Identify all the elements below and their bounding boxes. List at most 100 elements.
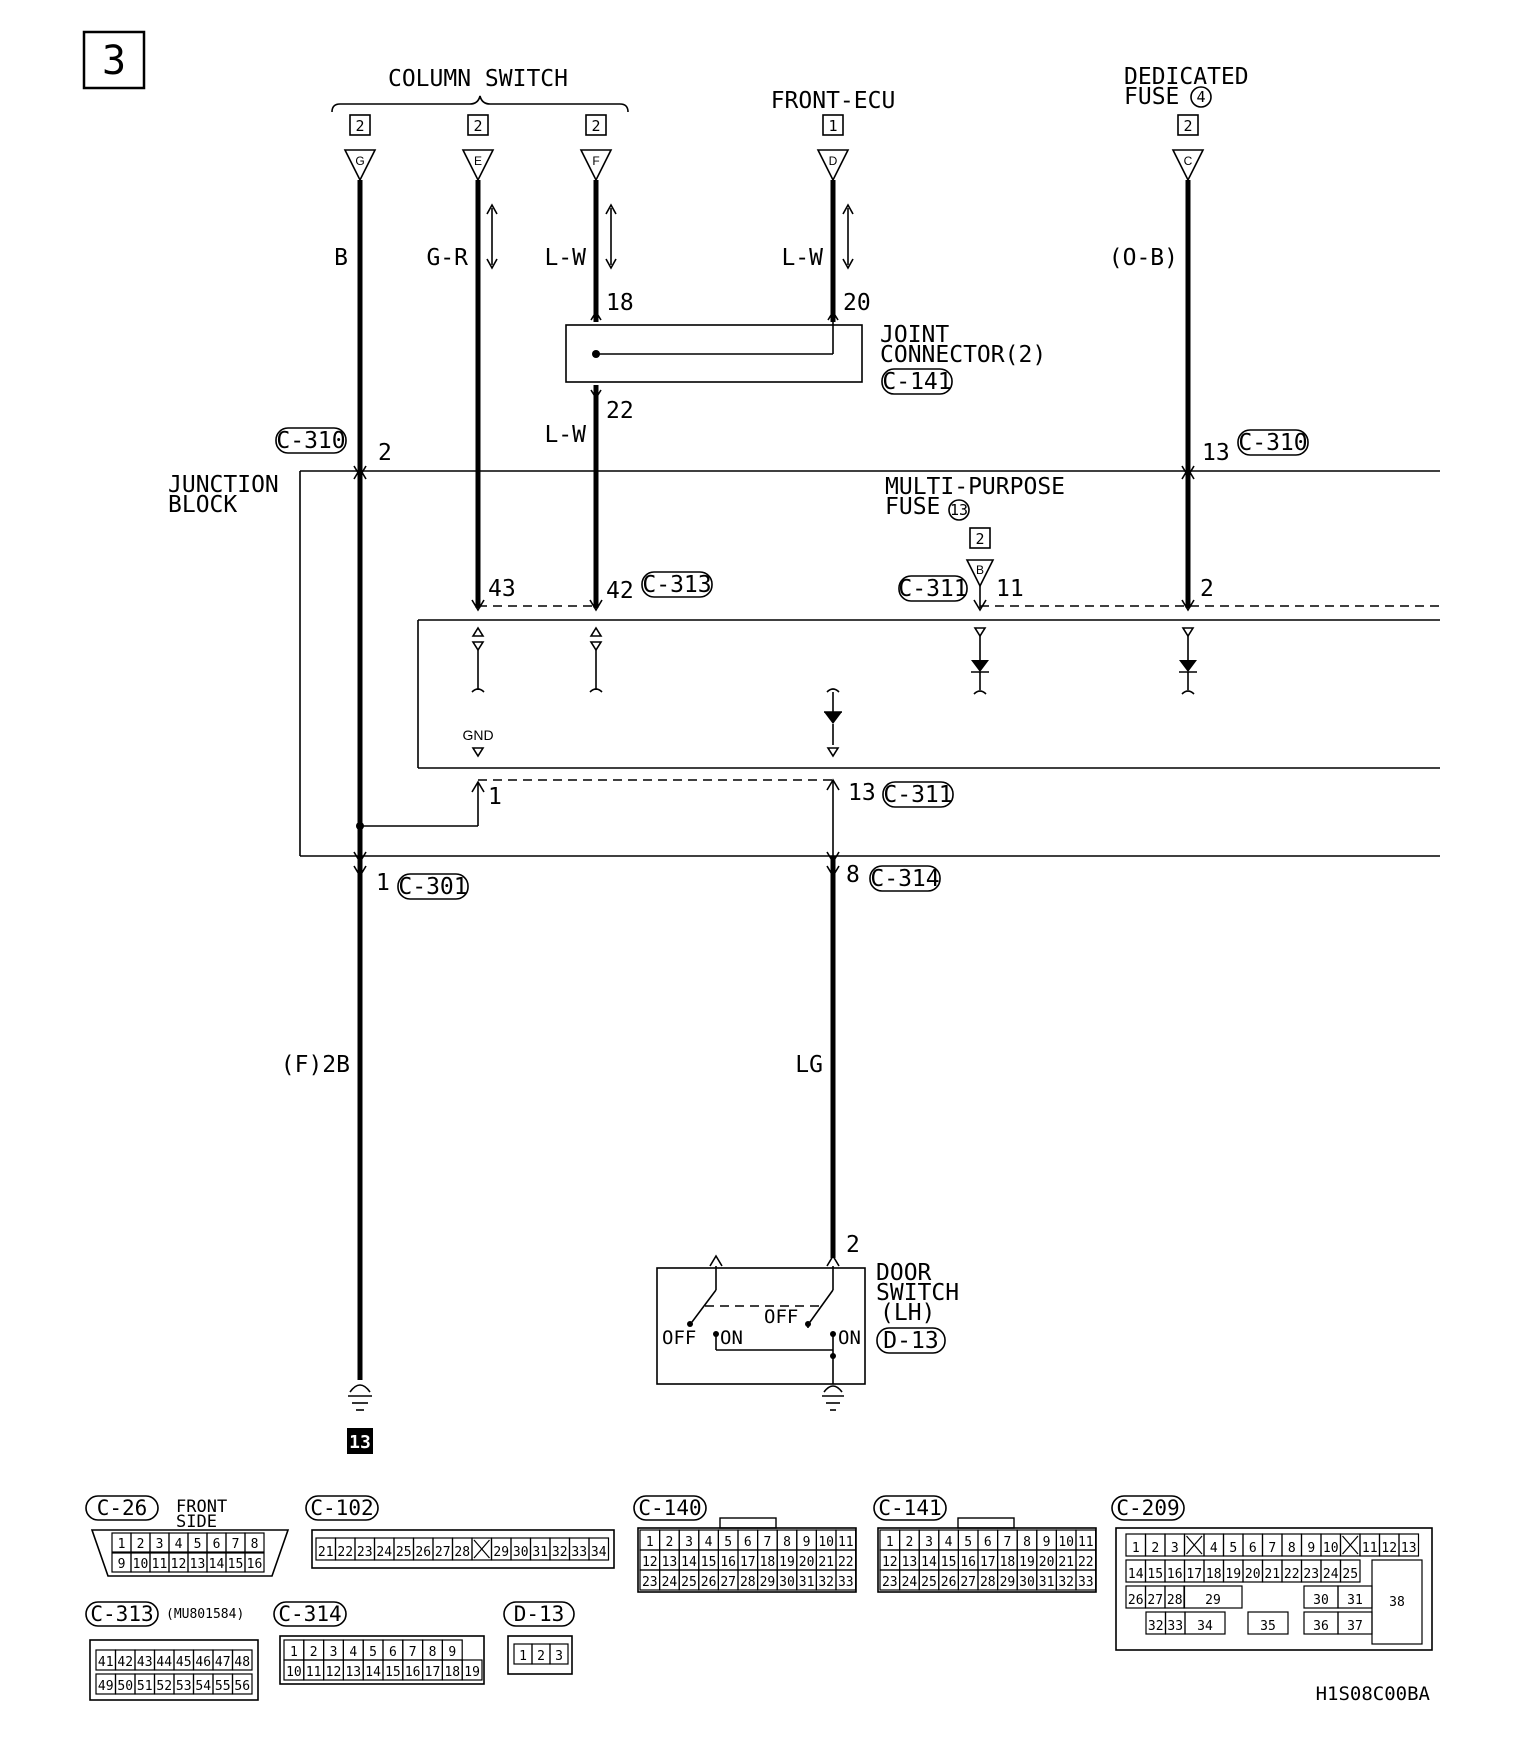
svg-text:32: 32 [1058,1575,1074,1590]
svg-text:20: 20 [799,1555,815,1570]
terminal-front-ecu-d: 1 D [816,114,850,182]
svg-text:8: 8 [251,1537,259,1552]
svg-text:13: 13 [902,1555,918,1570]
connector-tag-c141: C-141 [881,368,953,395]
svg-text:9: 9 [448,1645,456,1660]
svg-text:23: 23 [1303,1567,1319,1582]
svg-text:C-102: C-102 [310,1496,373,1520]
svg-text:10: 10 [286,1665,302,1680]
svg-text:5: 5 [964,1535,972,1550]
svg-text:15: 15 [941,1555,957,1570]
c209-row3c: 30 31 [1303,1585,1373,1609]
svg-text:33: 33 [838,1575,854,1590]
svg-text:C-310: C-310 [276,428,345,454]
svg-text:18: 18 [444,1665,460,1680]
pin-13-c311: 13 [848,780,876,806]
c314-housing [279,1635,485,1685]
gnd-label: GND [462,727,493,743]
svg-text:25: 25 [681,1575,697,1590]
svg-text:11: 11 [1078,1535,1094,1550]
c209-housing [1115,1527,1433,1651]
connector-name-c102: C-102 [305,1495,379,1521]
connector-name-c140: C-140 [633,1495,707,1521]
svg-text:44: 44 [156,1655,172,1670]
junction-inner-box [417,619,1440,769]
svg-text:1: 1 [290,1645,298,1660]
svg-text:28: 28 [454,1545,470,1560]
svg-text:9: 9 [803,1535,811,1550]
svg-text:28: 28 [1167,1593,1183,1608]
svg-text:C-313: C-313 [642,572,711,598]
svg-text:3: 3 [156,1537,164,1552]
svg-text:20: 20 [1245,1567,1261,1582]
svg-text:3: 3 [102,38,126,84]
front-ecu-label: FRONT-ECU [771,88,896,114]
junction-block-label: JUNCTION [168,472,279,498]
svg-text:10: 10 [818,1535,834,1550]
svg-text:3: 3 [330,1645,338,1660]
svg-text:53: 53 [176,1679,192,1694]
pin-43: 43 [488,576,516,602]
svg-text:30: 30 [513,1545,529,1560]
svg-text:30: 30 [1313,1593,1329,1608]
svg-text:14: 14 [1128,1567,1144,1582]
svg-text:35: 35 [1260,1619,1276,1634]
connector-tag-c311-a: C-311 [898,575,968,602]
svg-text:12: 12 [882,1555,898,1570]
svg-text:3: 3 [925,1535,933,1550]
svg-text:51: 51 [137,1679,153,1694]
svg-text:15: 15 [385,1665,401,1680]
svg-text:34: 34 [1197,1619,1213,1634]
door-switch-off-1: OFF [662,1327,696,1349]
terminal-multi-purpose-fuse-b: 2 B [965,527,995,588]
svg-text:16: 16 [1167,1567,1183,1582]
c209-row4b: 34 [1184,1611,1226,1635]
svg-text:9: 9 [1307,1541,1315,1556]
svg-text:D-13: D-13 [514,1602,565,1626]
svg-text:7: 7 [409,1645,417,1660]
junction-block-label-2: BLOCK [168,492,237,518]
wire-label-f-2b: (F)2B [281,1052,350,1078]
svg-text:14: 14 [209,1557,225,1572]
svg-text:32: 32 [818,1575,834,1590]
svg-text:17: 17 [1186,1567,1202,1582]
connector-tag-c311-b: C-311 [882,781,954,808]
svg-text:10: 10 [133,1557,149,1572]
svg-text:22: 22 [1078,1555,1094,1570]
svg-text:2: 2 [137,1537,145,1552]
svg-text:19: 19 [779,1555,795,1570]
dedicated-fuse-label-2: FUSE [1124,84,1179,110]
svg-text:22: 22 [1284,1567,1300,1582]
svg-text:6: 6 [213,1537,221,1552]
terminal-column-switch-f: 2 F [579,114,613,182]
svg-text:14: 14 [365,1665,381,1680]
column-switch-brace [331,95,629,113]
pin-11: 11 [996,576,1024,602]
connector-name-d13: D-13 [503,1601,575,1627]
svg-text:38: 38 [1389,1595,1405,1610]
svg-text:31: 31 [1347,1593,1363,1608]
joint-connector-label-2: CONNECTOR(2) [880,342,1046,368]
connector-tag-c314: C-314 [869,865,941,892]
figure-code: H1S08C00BA [1316,1683,1431,1705]
dedicated-fuse-label: DEDICATED [1124,64,1249,90]
svg-text:C-311: C-311 [898,576,967,602]
svg-text:11: 11 [306,1665,322,1680]
wire-label-o-b: (O-B) [1109,245,1178,271]
joint-connector-label: JOINT [880,322,949,348]
svg-text:25: 25 [1342,1567,1358,1582]
svg-text:41: 41 [98,1655,114,1670]
wire-label-l-w-22: L-W [544,422,586,448]
svg-text:18: 18 [1206,1567,1222,1582]
svg-text:13: 13 [345,1665,361,1680]
svg-text:7: 7 [1268,1541,1276,1556]
svg-text:C-311: C-311 [883,782,952,808]
svg-text:21: 21 [1058,1555,1074,1570]
svg-text:15: 15 [701,1555,717,1570]
svg-text:3: 3 [685,1535,693,1550]
svg-text:1: 1 [828,117,837,135]
